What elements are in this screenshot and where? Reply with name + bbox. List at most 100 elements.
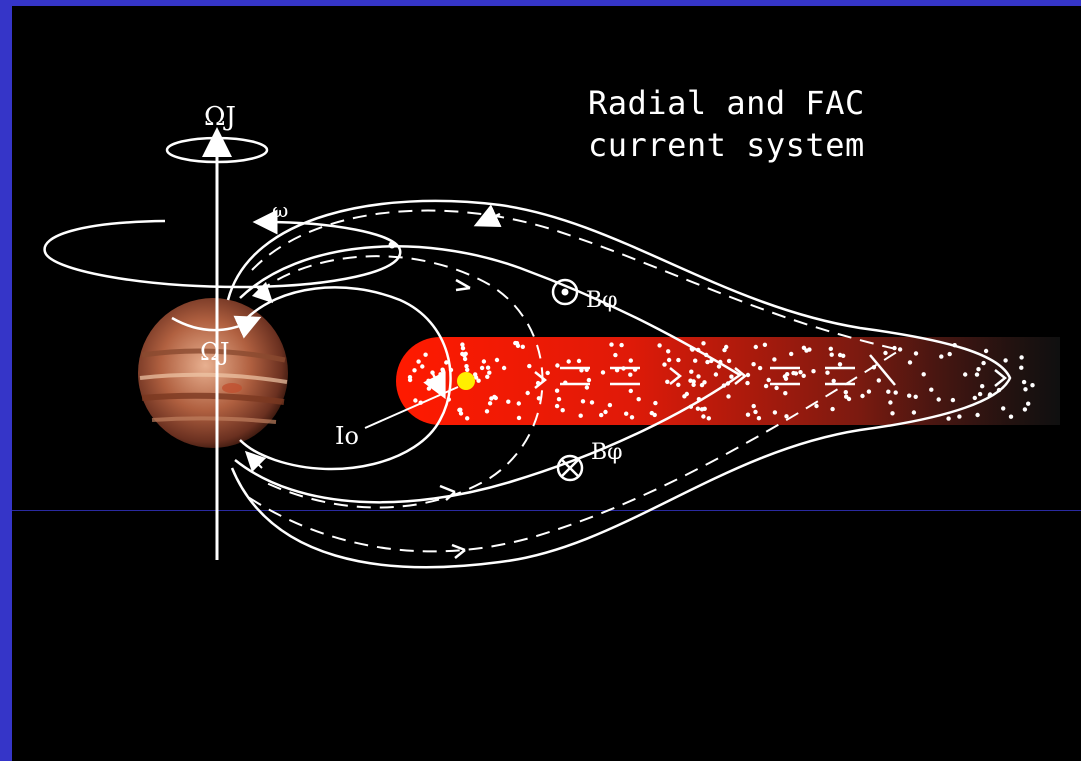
torus-particle xyxy=(975,372,979,376)
torus-particle xyxy=(772,357,776,361)
torus-particle xyxy=(689,370,693,374)
torus-particle xyxy=(701,341,705,345)
torus-particle xyxy=(515,341,519,345)
torus-particle xyxy=(726,394,730,398)
torus-particle xyxy=(705,360,709,364)
torus-particle xyxy=(841,354,845,358)
torus-particle xyxy=(784,414,788,418)
torus-particle xyxy=(557,397,561,401)
torus-particle xyxy=(784,377,788,381)
torus-particle xyxy=(603,410,607,414)
torus-particle xyxy=(517,416,521,420)
torus-particle xyxy=(702,380,706,384)
torus-particle xyxy=(579,414,583,418)
torus-particle xyxy=(1001,406,1005,410)
torus-particle xyxy=(978,392,982,396)
omega-j-label: ΩJ xyxy=(204,102,236,132)
torus-particle xyxy=(727,359,731,363)
b-phi-in-symbol xyxy=(558,456,582,480)
torus-particle xyxy=(487,371,491,375)
torus-particle xyxy=(984,349,988,353)
torus-particle xyxy=(751,362,755,366)
torus-particle xyxy=(951,398,955,402)
torus-particle xyxy=(703,407,707,411)
b-phi-out-symbol xyxy=(553,280,577,304)
torus-particle xyxy=(1023,387,1027,391)
torus-particle xyxy=(427,386,431,390)
torus-particle xyxy=(894,390,898,394)
omega-label: ω xyxy=(272,198,288,222)
torus-particle xyxy=(488,401,492,405)
torus-particle xyxy=(502,366,506,370)
torus-particle xyxy=(567,359,571,363)
torus-particle xyxy=(754,345,758,349)
torus-particle xyxy=(758,366,762,370)
torus-particle xyxy=(609,342,613,346)
torus-particle xyxy=(789,352,793,356)
torus-particle xyxy=(662,362,666,366)
torus-particle xyxy=(774,386,778,390)
torus-particle xyxy=(486,366,490,370)
torus-particle xyxy=(506,400,510,404)
plasma-torus xyxy=(396,337,1060,425)
torus-particle xyxy=(883,351,887,355)
torus-particle xyxy=(485,375,489,379)
torus-particle xyxy=(676,383,680,387)
torus-particle xyxy=(613,353,617,357)
torus-particle xyxy=(729,375,733,379)
torus-particle xyxy=(408,375,412,379)
torus-particle xyxy=(688,379,692,383)
torus-particle xyxy=(665,380,669,384)
torus-particle xyxy=(1022,380,1026,384)
torus-particle xyxy=(517,401,521,405)
torus-particle xyxy=(948,352,952,356)
torus-particle xyxy=(838,362,842,366)
torus-particle xyxy=(745,381,749,385)
torus-particle xyxy=(914,395,918,399)
torus-particle xyxy=(832,379,836,383)
torus-particle xyxy=(829,347,833,351)
torus-particle xyxy=(629,389,633,393)
torus-particle xyxy=(886,390,890,394)
torus-particle xyxy=(526,391,530,395)
torus-particle xyxy=(791,371,795,375)
torus-particle xyxy=(1019,355,1023,359)
torus-particle xyxy=(908,360,912,364)
torus-particle xyxy=(746,373,750,377)
torus-particle xyxy=(912,410,916,414)
b-phi-top-label: Bφ xyxy=(586,288,618,313)
torus-particle xyxy=(717,364,721,368)
torus-particle xyxy=(619,343,623,347)
torus-particle xyxy=(608,403,612,407)
torus-particle xyxy=(465,416,469,420)
torus-particle xyxy=(844,395,848,399)
torus-particle xyxy=(457,408,461,412)
torus-particle xyxy=(976,367,980,371)
torus-particle xyxy=(555,389,559,393)
torus-particle xyxy=(898,347,902,351)
torus-particle xyxy=(492,395,496,399)
diagram-title-line-2: current system xyxy=(588,126,865,164)
torus-particle xyxy=(888,400,892,404)
torus-particle xyxy=(922,372,926,376)
torus-particle xyxy=(929,388,933,392)
torus-particle xyxy=(867,389,871,393)
torus-particle xyxy=(764,384,768,388)
torus-particle xyxy=(676,358,680,362)
torus-particle xyxy=(691,383,695,387)
torus-particle xyxy=(630,415,634,419)
torus-particle xyxy=(980,384,984,388)
torus-particle xyxy=(981,361,985,365)
torus-particle xyxy=(1019,366,1023,370)
torus-particle xyxy=(763,343,767,347)
torus-particle xyxy=(963,372,967,376)
torus-particle xyxy=(798,370,802,374)
torus-particle xyxy=(802,346,806,350)
torus-particle xyxy=(666,349,670,353)
torus-particle xyxy=(653,401,657,405)
torus-particle xyxy=(657,343,661,347)
loop-arrow-jupiter-bottom xyxy=(252,458,262,468)
torus-particle xyxy=(1003,358,1007,362)
torus-particle xyxy=(637,397,641,401)
torus-particle xyxy=(416,359,420,363)
